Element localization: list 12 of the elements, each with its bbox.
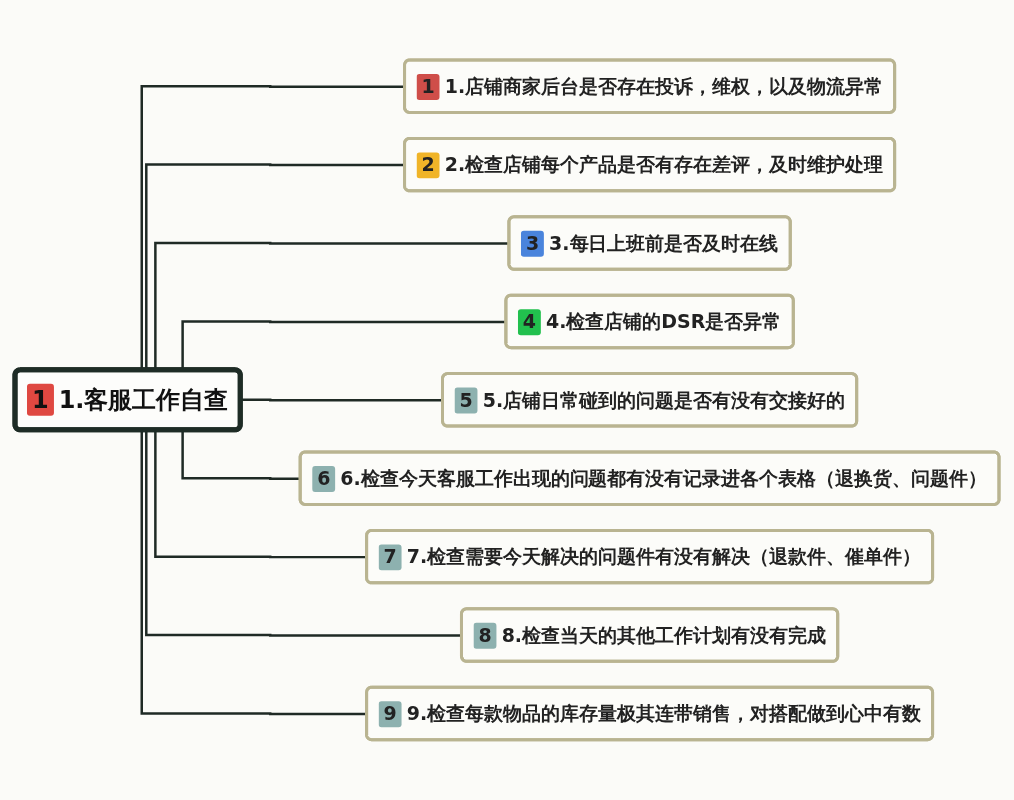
number-marker: 4 xyxy=(517,309,542,335)
number-marker: 1 xyxy=(416,74,440,100)
number-marker: 9 xyxy=(378,701,402,727)
number-marker: 5 xyxy=(454,387,478,414)
connector xyxy=(145,430,462,637)
number-marker: 7 xyxy=(378,544,402,571)
number-marker: 3 xyxy=(520,230,545,257)
number-marker: 6 xyxy=(312,466,336,492)
connector xyxy=(181,430,301,481)
number-marker: 1 xyxy=(27,384,54,417)
number-marker: 2 xyxy=(416,152,440,179)
number-marker: 8 xyxy=(473,622,497,649)
